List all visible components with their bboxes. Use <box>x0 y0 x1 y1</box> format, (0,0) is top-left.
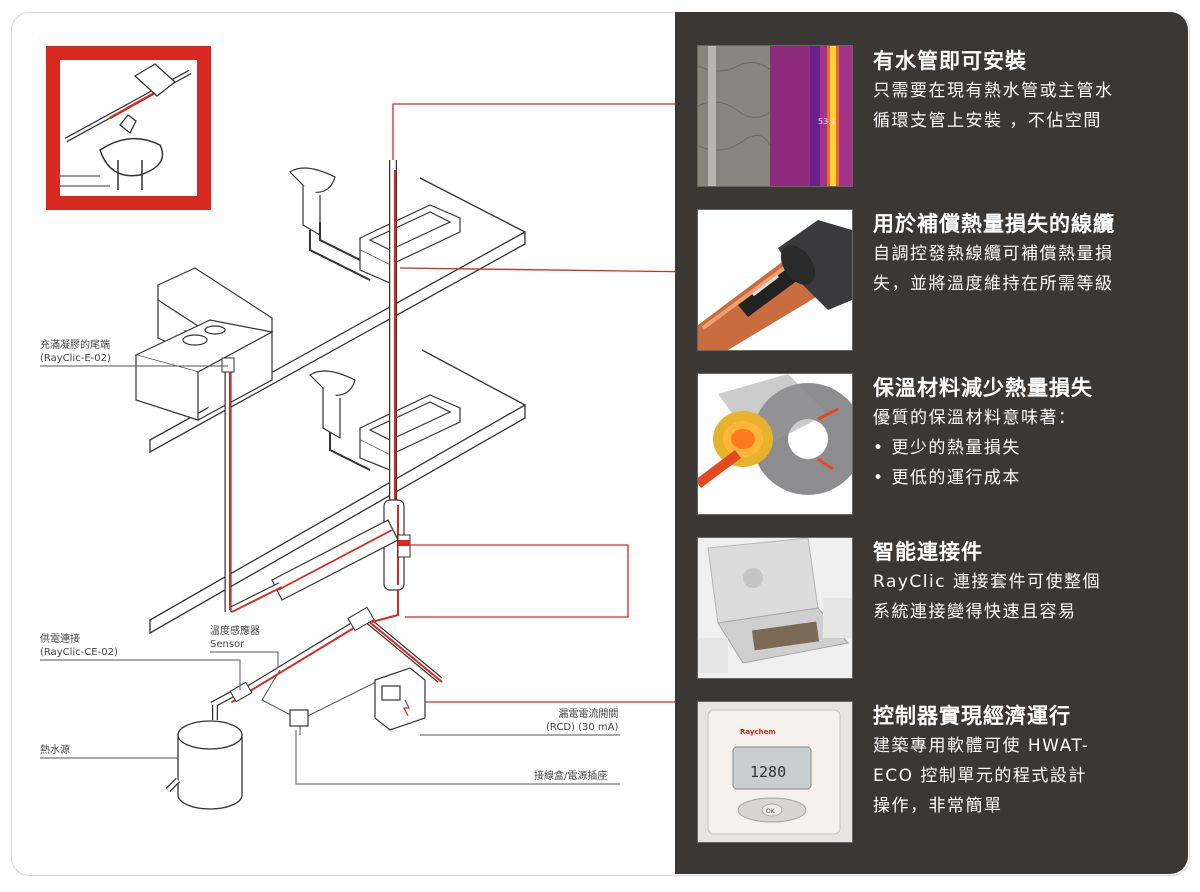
power-connection-label: 供電連接 (RayClic-CE-02) <box>40 634 118 658</box>
heater-label: 熱水源 <box>40 745 70 756</box>
feature-insulation: 保溫材料減少熱量損失 優質的保溫材料意味著： 更少的熱量損失 更低的運行成本 <box>873 373 1173 493</box>
inset-detail-sink <box>46 46 211 210</box>
floor-slab-lower <box>149 349 526 635</box>
bullet-item: 更少的熱量損失 <box>873 433 1173 463</box>
feature-install: 有水管即可安裝 只需要在現有熱水管或主管水 循環支管上安裝 ，不佔空間 <box>873 46 1173 136</box>
water-heater <box>165 705 243 810</box>
horizontal-main <box>228 519 399 613</box>
floor-slab-upper <box>149 177 526 454</box>
label-leaders <box>40 365 620 785</box>
feature-title: 有水管即可安裝 <box>873 49 1027 73</box>
photo-rayclic-connector <box>697 537 853 679</box>
photo-controller: Raychem 1280 OK <box>697 701 853 843</box>
feature-bullets: 更少的熱量損失 更低的運行成本 <box>873 433 1173 493</box>
rcd-box <box>374 667 426 731</box>
photo-thermal-pipe: 53.1 <box>697 45 853 187</box>
kitchen-riser <box>221 357 235 612</box>
controller-brand: Raychem <box>740 728 776 736</box>
feature-title: 用於補償熱量損失的線纜 <box>873 212 1115 236</box>
feature-title: 智能連接件 <box>873 540 983 564</box>
callout-lines <box>392 103 680 703</box>
photo-insulation <box>697 373 853 515</box>
feature-title: 保溫材料減少熱量損失 <box>873 376 1093 400</box>
feature-controller: 控制器實現經濟運行 建築專用軟體可使 HWAT- ECO 控制單元的程式設計 操… <box>873 701 1173 821</box>
upper-bathroom <box>289 167 461 284</box>
junction-box-label: 接線盒/電源插座 <box>534 771 608 782</box>
pipe-system-diagram <box>40 46 680 810</box>
junction-box <box>289 709 309 727</box>
kitchen-unit <box>134 267 274 421</box>
photo-heating-cable <box>697 209 853 351</box>
controller-ok-button: OK <box>766 808 776 815</box>
feature-title: 控制器實現經濟運行 <box>873 704 1071 728</box>
bullet-item: 更低的運行成本 <box>873 463 1173 493</box>
end-seal-label: 充滿凝膠的尾端 (RayClic-E-02) <box>40 340 111 364</box>
thermal-readout: 53.1 <box>818 117 836 126</box>
rcd-label: 漏電電流開關 (RCD) (30 mA) <box>546 709 619 733</box>
feature-connector: 智能連接件 RayClic 連接套件可使整個 系統連接變得快速且容易 <box>873 537 1173 627</box>
feature-cable: 用於補償熱量損失的線纜 自調控發熱線纜可補償熱量損 失，並將溫度維持在所需等級 <box>873 209 1173 299</box>
distribution-pipe <box>210 590 443 709</box>
riser-connector <box>397 534 411 558</box>
controller-reading: 1280 <box>750 763 786 781</box>
sensor-label: 溫度感應器 Sensor <box>210 626 260 650</box>
